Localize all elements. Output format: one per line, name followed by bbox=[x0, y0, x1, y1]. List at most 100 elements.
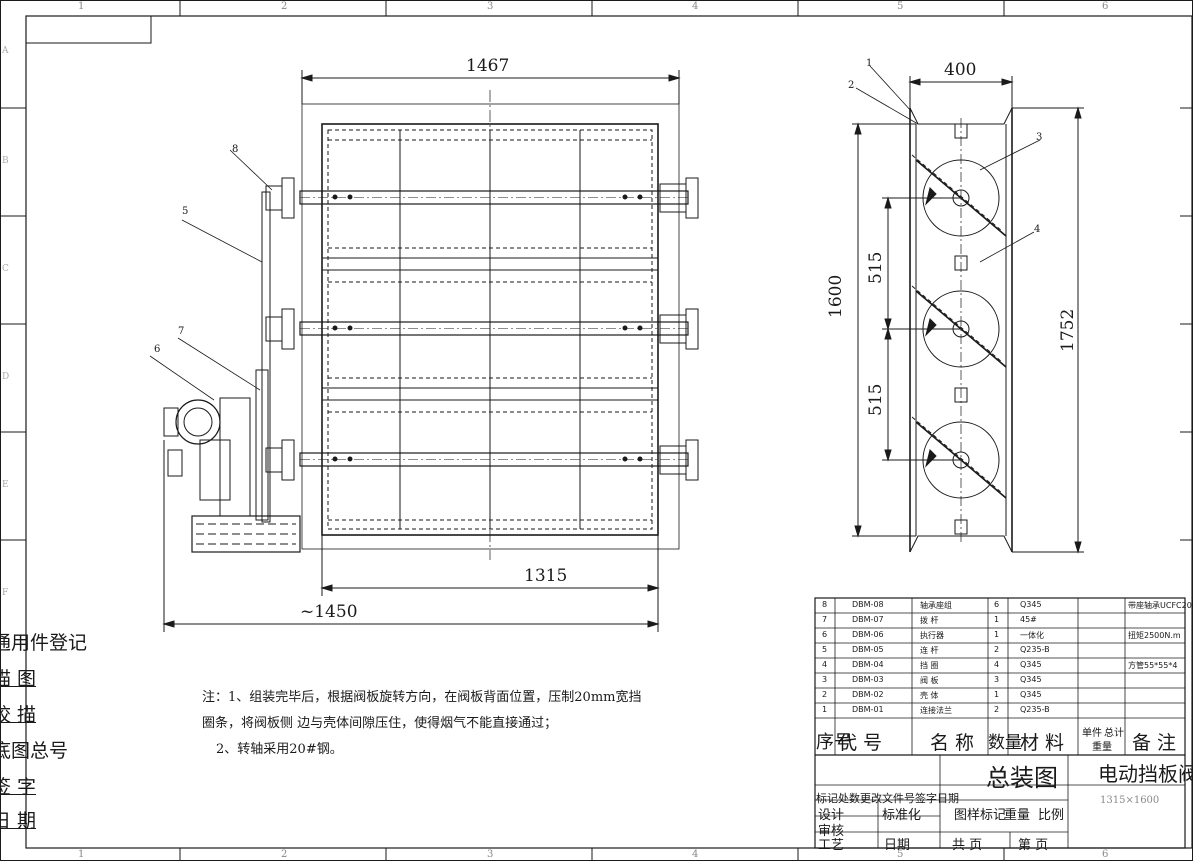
side-row-e: E bbox=[2, 480, 9, 490]
weight-label: 重量 bbox=[1004, 808, 1031, 823]
top-col-3: 3 bbox=[487, 1, 494, 12]
bom-cell-mat: 一体化 bbox=[1020, 631, 1044, 640]
bom-cell-qty: 2 bbox=[994, 645, 1000, 654]
bom-header-total: 总计 bbox=[1104, 728, 1124, 739]
sheet-no-label: 第 页 bbox=[1018, 838, 1049, 853]
top-col-2: 2 bbox=[281, 1, 288, 12]
side-row-c: C bbox=[2, 264, 9, 274]
balloon-1: 1 bbox=[866, 58, 873, 69]
bom-cell-name: 连接法兰 bbox=[920, 706, 952, 715]
side-row-f: F bbox=[2, 588, 9, 598]
bom-cell-no: 6 bbox=[822, 630, 828, 639]
bom-header-weight: 重量 bbox=[1092, 742, 1112, 753]
side-row-b: B bbox=[2, 156, 9, 166]
bom-header-no: 序号 bbox=[816, 732, 852, 753]
bom-cell-name: 轴承座组 bbox=[920, 601, 952, 610]
dim-pitch-lower: 515 bbox=[866, 383, 886, 416]
bottom-col-3: 3 bbox=[487, 849, 494, 860]
bom-header-mat: 材 料 bbox=[1020, 732, 1065, 754]
bottom-col-2: 2 bbox=[281, 849, 288, 860]
dim-side-total: 1752 bbox=[1058, 308, 1078, 352]
bom-header-single: 单件 bbox=[1082, 728, 1102, 739]
bom-header-remark: 备 注 bbox=[1132, 732, 1177, 754]
bom-cell-mat: Q345 bbox=[1020, 600, 1042, 609]
bom-cell-remark: 方管55*55*4 bbox=[1128, 661, 1178, 670]
margin-label-4: 底图总号 bbox=[0, 740, 69, 762]
scale-label: 比例 bbox=[1038, 808, 1065, 823]
top-col-4: 4 bbox=[692, 1, 699, 12]
bom-cell-code: DBM-07 bbox=[852, 615, 884, 624]
bom-cell-no: 4 bbox=[822, 660, 828, 669]
note-line-3: 2、转轴采用20#钢。 bbox=[216, 742, 343, 757]
bom-cell-mat: Q345 bbox=[1020, 690, 1042, 699]
dim-front-width: 1467 bbox=[466, 56, 510, 76]
bom-cell-code: DBM-03 bbox=[852, 675, 884, 684]
balloon-7: 7 bbox=[178, 326, 185, 337]
bottom-col-6: 6 bbox=[1102, 849, 1109, 860]
bom-cell-code: DBM-01 bbox=[852, 705, 884, 714]
bom-cell-remark: 扭矩2500N.m bbox=[1128, 631, 1181, 640]
note-line-2: 圈条，将阀板侧 边与壳体间隙压住，使得烟气不能直接通过； bbox=[202, 716, 558, 731]
bom-cell-code: DBM-05 bbox=[852, 645, 884, 654]
bom-cell-name: 壳 体 bbox=[920, 691, 939, 700]
side-row-d: D bbox=[2, 372, 10, 382]
bom-cell-no: 2 bbox=[822, 690, 828, 699]
top-col-6: 6 bbox=[1102, 1, 1109, 12]
bom-cell-no: 1 bbox=[822, 705, 828, 714]
bom-table-lines bbox=[814, 597, 1186, 849]
bom-cell-code: DBM-08 bbox=[852, 600, 884, 609]
date-label: 日期 bbox=[884, 838, 911, 853]
bom-header-qty: 数量 bbox=[988, 733, 1022, 753]
bom-cell-code: DBM-02 bbox=[852, 690, 884, 699]
bom-cell-code: DBM-04 bbox=[852, 660, 884, 669]
process-label: 工艺 bbox=[818, 838, 845, 853]
margin-label-5: 签 字 bbox=[0, 776, 37, 798]
bom-cell-name: 连 杆 bbox=[920, 646, 939, 655]
bom-cell-name: 拨 杆 bbox=[920, 616, 939, 625]
bom-cell-mat: Q235-B bbox=[1020, 705, 1050, 714]
balloon-6: 6 bbox=[154, 344, 161, 355]
bom-cell-qty: 1 bbox=[994, 630, 1000, 639]
margin-label-1: 通用件登记 bbox=[0, 632, 88, 654]
bom-cell-code: DBM-06 bbox=[852, 630, 884, 639]
drawing-title: 总装图 bbox=[986, 764, 1058, 792]
bom-cell-no: 3 bbox=[822, 675, 828, 684]
bom-cell-qty: 1 bbox=[994, 690, 1000, 699]
dim-inner-width: 1315 bbox=[524, 566, 568, 586]
bom-cell-mat: 45# bbox=[1020, 615, 1037, 624]
stage-label: 图样标记 bbox=[954, 808, 1007, 823]
design-label: 设计 bbox=[818, 808, 845, 823]
bom-cell-qty: 6 bbox=[994, 600, 1000, 609]
bottom-col-1: 1 bbox=[78, 849, 85, 860]
product-name: 电动挡板阀 bbox=[1098, 762, 1193, 786]
bom-cell-mat: Q345 bbox=[1020, 675, 1042, 684]
bom-cell-qty: 4 bbox=[994, 660, 1000, 669]
bom-cell-remark: 带座轴承UCFC208 bbox=[1128, 601, 1193, 610]
bom-cell-name: 阀 板 bbox=[920, 676, 939, 685]
bom-cell-no: 7 bbox=[822, 615, 828, 624]
bom-cell-no: 5 bbox=[822, 645, 828, 654]
balloon-8: 8 bbox=[232, 144, 239, 155]
bom-header-code: 代 号 bbox=[838, 732, 883, 754]
note-line-1: 注：1、组装完毕后，根据阀板旋转方向，在阀板背面位置，压制20mm宽挡 bbox=[202, 690, 642, 705]
margin-label-2: 描 图 bbox=[0, 668, 37, 690]
audit-label: 审核 bbox=[818, 824, 845, 839]
dim-side-height: 1600 bbox=[826, 274, 846, 318]
side-view bbox=[852, 65, 1084, 554]
dim-side-depth: 400 bbox=[944, 60, 977, 80]
front-view bbox=[149, 70, 699, 632]
bottom-col-5: 5 bbox=[897, 849, 904, 860]
balloon-2: 2 bbox=[848, 80, 855, 91]
margin-label-6: 日 期 bbox=[0, 810, 37, 832]
top-col-5: 5 bbox=[897, 1, 904, 12]
balloon-3: 3 bbox=[1036, 132, 1043, 143]
bom-cell-no: 8 bbox=[822, 600, 828, 609]
balloon-4: 4 bbox=[1034, 224, 1041, 235]
bom-cell-name: 执行器 bbox=[920, 631, 944, 640]
balloon-5: 5 bbox=[182, 206, 189, 217]
top-col-1: 1 bbox=[78, 1, 85, 12]
bom-cell-name: 挡 圈 bbox=[920, 661, 939, 670]
margin-label-3: 校 描 bbox=[0, 704, 37, 726]
bom-cell-mat: Q345 bbox=[1020, 660, 1042, 669]
